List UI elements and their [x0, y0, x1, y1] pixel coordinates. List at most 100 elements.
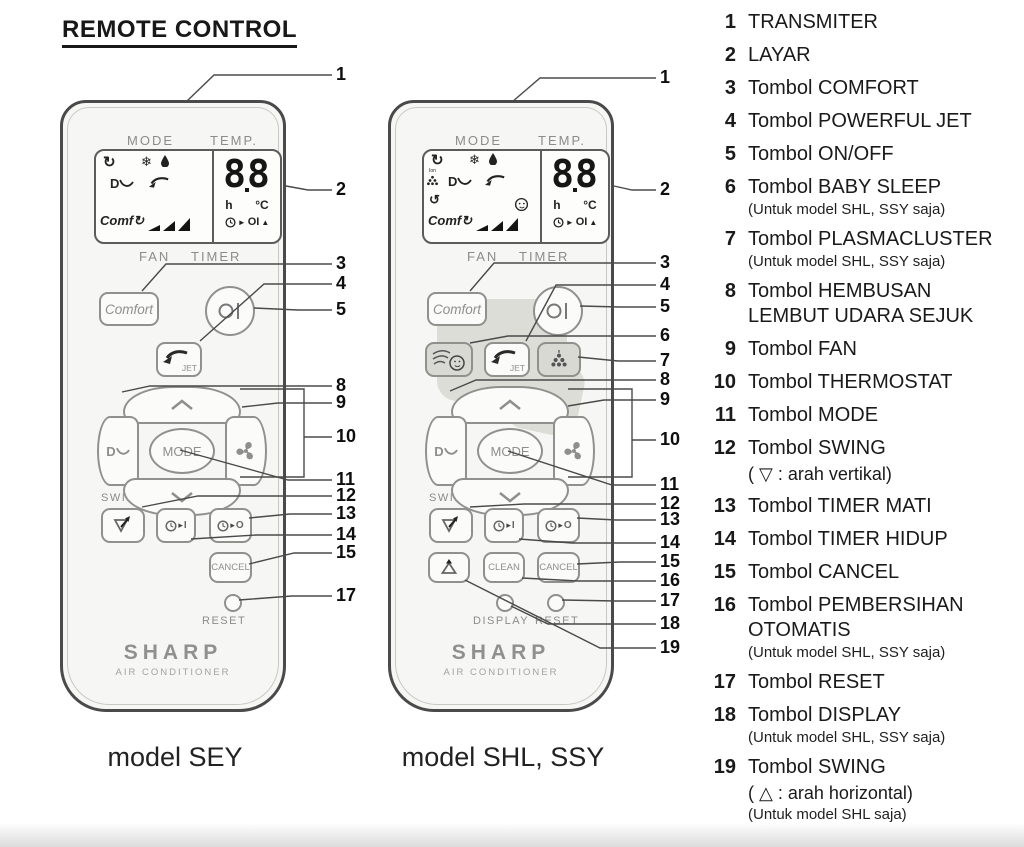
soft-air-mode-icon: D: [448, 175, 473, 188]
jet-arrow-icon: [491, 349, 516, 364]
reset-label: RESET: [535, 615, 580, 627]
power-oi-icon: [218, 303, 239, 319]
page-bottom-fade: [0, 823, 1024, 847]
cool-mode-icon: ❄: [141, 154, 152, 169]
reset-button: [224, 594, 242, 612]
legend-text: Tombol MODE: [748, 404, 879, 426]
digit-dot: [244, 188, 249, 192]
legend-number: 13: [713, 495, 736, 517]
cancel-button: CANCEL: [209, 552, 252, 583]
legend-text: Tombol CANCEL: [748, 561, 900, 583]
thermostat-up-button: [123, 386, 241, 424]
lcd-temp-label: TEMP.: [538, 133, 587, 148]
soft-air-icon: D: [106, 445, 130, 458]
lcd-fan-label: FAN: [139, 249, 171, 264]
legend-note: (Untuk model SHL, SSY saja): [748, 644, 946, 661]
callout-17: 17: [336, 585, 357, 605]
brand-subtitle: AIR CONDITIONER: [443, 667, 559, 678]
swing-vertical-button: [429, 508, 473, 543]
powerful-jet-button: JET: [484, 342, 530, 377]
callout-12: 12: [336, 485, 357, 505]
callout-19: 19: [660, 637, 681, 657]
direction-pad: D MODE: [97, 386, 267, 516]
legend-number: 8: [724, 280, 736, 302]
legend-text: Tombol ON/OFF: [748, 143, 894, 165]
up-triangle-icon: ▲: [589, 217, 598, 227]
callout-8: 8: [336, 375, 347, 395]
brand-logo: SHARP: [123, 641, 223, 664]
callout-2: 2: [660, 179, 671, 199]
swing-vertical-icon: [113, 515, 130, 533]
comf-indicator: Comf↻: [100, 213, 145, 228]
callout-14: 14: [336, 524, 357, 544]
powerful-jet-button: JET: [156, 342, 202, 377]
clock-icon: [165, 519, 177, 532]
clock-icon: [545, 519, 557, 532]
play-icon: ▸: [178, 520, 183, 530]
callout-1: 1: [336, 64, 347, 84]
temperature-digits: 88: [551, 152, 599, 196]
brand-logo: SHARP: [451, 641, 551, 664]
digit-dot: [572, 188, 577, 192]
lcd-fan-label: FAN: [467, 249, 499, 264]
legend-text: LAYAR: [748, 44, 811, 66]
lcd-timer-label: TIMER: [191, 249, 242, 264]
brand-subtitle: AIR CONDITIONER: [115, 667, 231, 678]
celsius-unit: °C: [255, 198, 269, 212]
callout-10: 10: [660, 429, 681, 449]
dry-mode-icon: [160, 154, 170, 171]
legend-text: Tombol POWERFUL JET: [748, 110, 972, 132]
lcd-timer-label: TIMER: [519, 249, 570, 264]
callout-10: 10: [336, 426, 357, 446]
legend-number: 2: [724, 44, 736, 66]
comfort-button: Comfort: [99, 292, 159, 326]
temperature-digits: 88: [223, 152, 271, 196]
on-off-symbols: OI: [247, 216, 260, 228]
model-label-sey: model SEY: [107, 742, 243, 772]
legend-number: 15: [713, 561, 736, 583]
chevron-down-icon: [499, 492, 521, 503]
play-icon: ▸: [230, 520, 235, 530]
callout-16: 16: [660, 570, 681, 590]
callout-14: 14: [660, 532, 681, 552]
lcd-temp-label: TEMP.: [210, 133, 259, 148]
dry-mode-icon: [488, 152, 498, 169]
on-off-button: [533, 286, 583, 336]
lcd-display: ↻ ❄ Ion D ↺ Comf↻ 88 h°C: [422, 149, 610, 244]
callout-4: 4: [660, 274, 671, 294]
legend-item-4: 4 Tombol POWERFUL JET: [706, 109, 1022, 134]
legend-number: 18: [713, 704, 736, 726]
soft-air-mode-icon: D: [110, 177, 135, 190]
legend-number: 11: [714, 404, 736, 426]
swing-vertical-icon: [441, 515, 458, 533]
legend-number: 16: [713, 594, 736, 616]
fan-icon: [236, 441, 253, 460]
legend-number: 4: [724, 110, 736, 132]
legend-note: (Untuk model SHL saja): [748, 806, 907, 823]
fan-air-mode-icon: [484, 174, 506, 193]
chevron-up-icon: [499, 399, 521, 410]
legend-text: Tombol TIMER HIDUP: [748, 528, 948, 550]
legend-text: Tombol SWING: [748, 756, 886, 778]
swing-vertical-button: [101, 508, 145, 543]
play-icon: ►: [237, 217, 246, 227]
legend-text: TRANSMITER: [748, 11, 878, 33]
fan-air-mode-icon: [148, 176, 170, 195]
auto-restart-icon: ↺: [429, 192, 440, 207]
hour-unit: h: [225, 198, 233, 212]
legend-text: Tombol BABY SLEEP: [748, 176, 942, 198]
chevron-down-icon: [171, 492, 193, 503]
baby-sleep-button: [425, 342, 473, 377]
legend-text: Tombol PLASMACLUSTER: [748, 228, 993, 250]
comfort-button: Comfort: [427, 292, 487, 326]
legend-number: 9: [724, 338, 736, 360]
thermostat-up-button: [451, 386, 569, 424]
display-button: [496, 594, 514, 612]
callout-7: 7: [660, 350, 671, 370]
